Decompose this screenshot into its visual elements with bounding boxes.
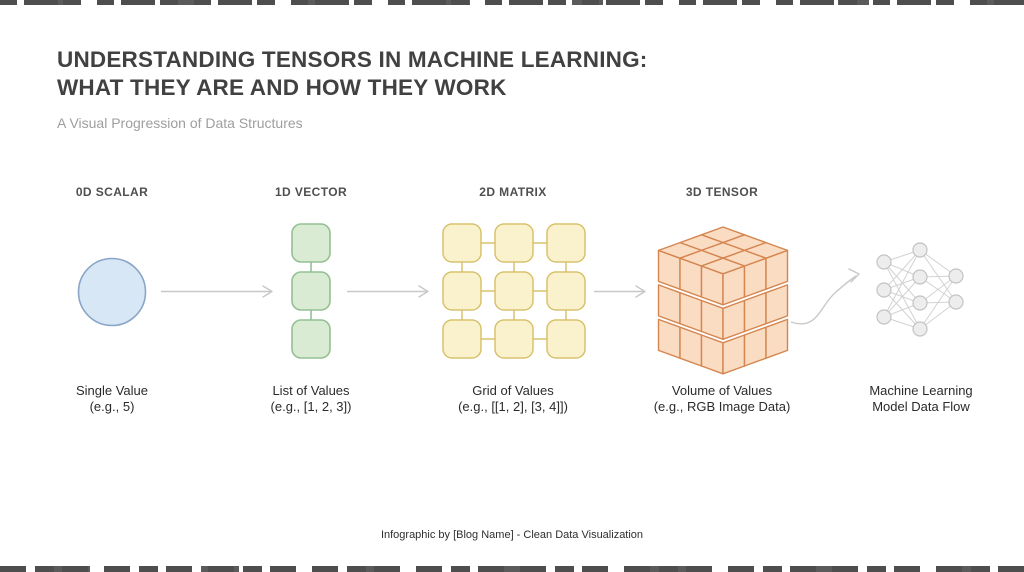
caption-scalar: Single Value (e.g., 5) xyxy=(76,383,148,415)
vector-blocks-shape xyxy=(291,223,331,359)
caption-tensor-line2: (e.g., RGB Image Data) xyxy=(653,399,791,414)
page-title-line1: UNDERSTANDING TENSORS IN MACHINE LEARNIN… xyxy=(57,47,648,72)
caption-matrix-line2: (e.g., [[1, 2], [3, 4]]) xyxy=(458,399,568,414)
label-3d-tensor: 3D TENSOR xyxy=(685,185,759,199)
caption-matrix-line1: Grid of Values xyxy=(472,383,554,398)
caption-nn-line1: Machine Learning xyxy=(869,383,973,398)
caption-vector: List of Values (e.g., [1, 2, 3]) xyxy=(271,383,352,415)
caption-scalar-line1: Single Value xyxy=(75,383,149,398)
tensor-cube-shape xyxy=(657,226,789,375)
caption-tensor: Volume of Values (e.g., RGB Image Data) xyxy=(654,383,791,415)
label-0d-scalar: 0D SCALAR xyxy=(75,185,149,199)
page-title: UNDERSTANDING TENSORS IN MACHINE LEARNIN… xyxy=(57,46,648,102)
neural-network-shape xyxy=(876,242,964,337)
page-title-line2: WHAT THEY ARE AND HOW THEY WORK xyxy=(57,75,507,100)
label-1d-vector: 1D VECTOR xyxy=(274,185,348,199)
caption-nn: Machine Learning Model Data Flow xyxy=(869,383,972,415)
matrix-grid-shape xyxy=(442,223,586,359)
caption-scalar-line2: (e.g., 5) xyxy=(89,399,135,414)
caption-matrix: Grid of Values (e.g., [[1, 2], [3, 4]]) xyxy=(458,383,568,415)
caption-vector-line1: List of Values xyxy=(272,383,350,398)
flow-arrow-1-icon xyxy=(161,285,273,298)
label-2d-matrix: 2D MATRIX xyxy=(479,185,547,199)
caption-vector-line2: (e.g., [1, 2, 3]) xyxy=(270,399,352,414)
flow-arrow-2-icon xyxy=(347,285,429,298)
page-subtitle: A Visual Progression of Data Structures xyxy=(57,115,303,131)
curved-arrow-icon xyxy=(790,268,860,325)
flow-arrow-3-icon xyxy=(594,285,646,298)
caption-tensor-line1: Volume of Values xyxy=(671,383,773,398)
footer-credit: Infographic by [Blog Name] - Clean Data … xyxy=(380,529,644,541)
caption-nn-line2: Model Data Flow xyxy=(872,399,970,414)
scalar-circle-shape xyxy=(77,257,147,327)
